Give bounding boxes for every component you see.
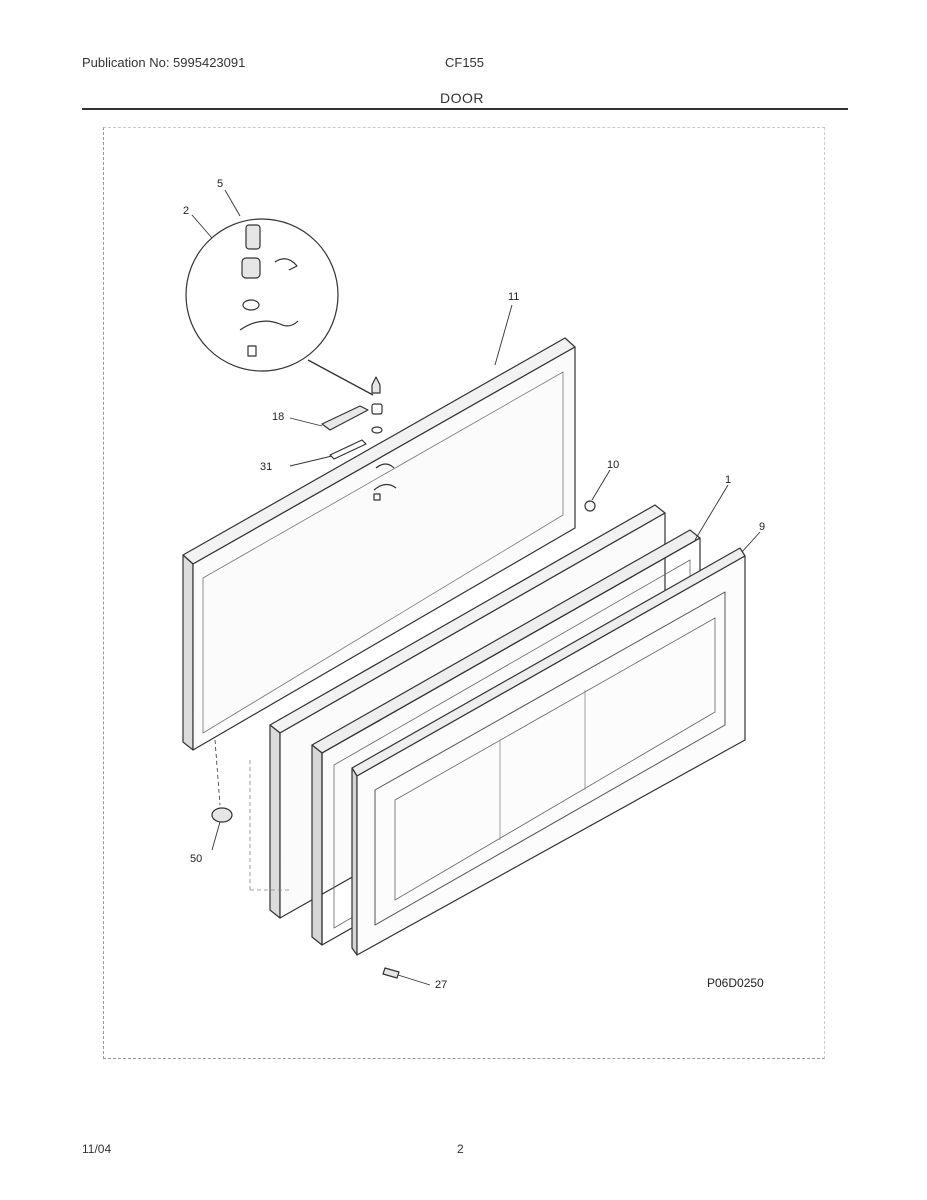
diagram-code: P06D0250: [707, 976, 764, 990]
inner-door-panel: [351, 547, 746, 956]
door-outer-panel: [182, 337, 576, 751]
callout-5: 5: [217, 178, 223, 190]
callout-11: 11: [508, 291, 519, 303]
header-rule: [82, 108, 848, 110]
callout-31: 31: [260, 461, 272, 473]
diagram-frame: [103, 127, 825, 1059]
hinge-detail-circle: [185, 218, 374, 396]
door-handle: [321, 405, 369, 431]
callout-1: 1: [725, 474, 731, 486]
page-number: 2: [457, 1142, 464, 1156]
footer-date: 11/04: [82, 1142, 112, 1156]
door-plug: [584, 500, 596, 512]
callout-2: 2: [183, 205, 189, 217]
callout-9: 9: [759, 521, 765, 533]
hinge-parts: [371, 376, 397, 501]
publication-number: Publication No: 5995423091: [82, 55, 246, 70]
section-title: DOOR: [440, 90, 484, 106]
callout-50: 50: [190, 853, 202, 865]
handle-gasket: [329, 439, 367, 460]
model-number: CF155: [445, 55, 485, 70]
callout-18: 18: [272, 411, 284, 423]
door-bumper: [211, 739, 233, 823]
callout-10: 10: [607, 459, 619, 471]
door-screw: [382, 967, 400, 979]
callout-27: 27: [435, 979, 447, 991]
